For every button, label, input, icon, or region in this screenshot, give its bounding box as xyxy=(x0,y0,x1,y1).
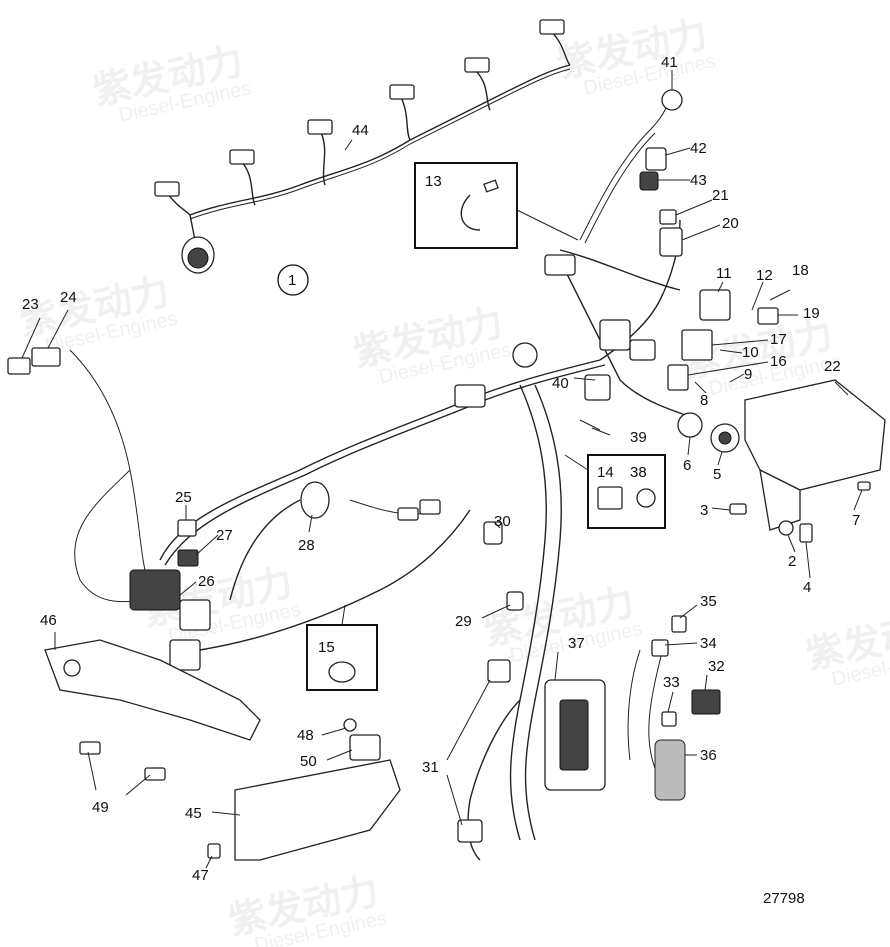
nut-48 xyxy=(343,718,357,732)
connector-30 xyxy=(483,521,503,545)
sensor-31-upper xyxy=(487,659,511,683)
bracket-22 xyxy=(744,379,886,491)
bracket-17 xyxy=(681,329,713,361)
clamp-50 xyxy=(349,734,381,761)
callout-48: 48 xyxy=(297,727,314,744)
bolt-4 xyxy=(799,523,813,543)
inset-15: 15 xyxy=(306,604,378,691)
screw-7 xyxy=(857,481,871,491)
part-18 xyxy=(769,289,791,301)
bracket-46 xyxy=(44,639,261,741)
main-harness xyxy=(69,94,740,861)
callout-labels: 44 41 42 43 21 20 11 12 18 19 17 10 16 9… xyxy=(22,54,860,884)
callout-2: 2 xyxy=(788,553,796,570)
callout-10: 10 xyxy=(742,344,759,361)
sleeve-36 xyxy=(654,739,686,801)
connector-25 xyxy=(177,519,197,537)
washer-2 xyxy=(778,520,794,536)
callout-32: 32 xyxy=(708,658,725,675)
callout-41: 41 xyxy=(661,54,678,71)
callout-49: 49 xyxy=(92,799,109,816)
plug-43 xyxy=(639,171,659,191)
callout-38: 38 xyxy=(630,464,647,481)
callout-36: 36 xyxy=(700,747,717,764)
callout-30: 30 xyxy=(494,513,511,530)
callout-29: 29 xyxy=(455,613,472,630)
bolt-3 xyxy=(729,503,747,515)
connector-23 xyxy=(7,357,31,375)
callout-16: 16 xyxy=(770,353,787,370)
callout-43: 43 xyxy=(690,172,707,189)
callout-27: 27 xyxy=(216,527,233,544)
sensor-31-lower xyxy=(457,819,483,843)
callout-14: 14 xyxy=(597,464,614,481)
callout-19: 19 xyxy=(803,305,820,322)
callout-35: 35 xyxy=(700,593,717,610)
clip-33 xyxy=(661,711,677,727)
callout-37: 37 xyxy=(568,635,585,652)
connector-34 xyxy=(651,639,669,657)
callout-17: 17 xyxy=(770,331,787,348)
callout-46: 46 xyxy=(40,612,57,629)
assembly-circle xyxy=(277,264,309,296)
bracket-45 xyxy=(234,759,401,861)
bolt-49a xyxy=(79,741,101,755)
connector-16 xyxy=(667,364,689,391)
grommet-41 xyxy=(661,89,683,111)
callout-11: 11 xyxy=(716,265,732,282)
callout-18: 18 xyxy=(792,262,809,279)
callout-24: 24 xyxy=(60,289,77,306)
connector-21 xyxy=(659,209,677,225)
callout-20: 20 xyxy=(722,215,739,232)
callout-23: 23 xyxy=(22,296,39,313)
callout-8: 8 xyxy=(700,392,708,409)
callout-31: 31 xyxy=(422,759,439,776)
connectors xyxy=(7,89,791,843)
callout-42: 42 xyxy=(690,140,707,157)
relay-11 xyxy=(699,289,731,321)
drawing-number: 27798 xyxy=(763,890,805,907)
callout-9: 9 xyxy=(744,366,752,383)
connector-29 xyxy=(506,591,524,611)
connector-27 xyxy=(177,549,199,567)
callout-34: 34 xyxy=(700,635,717,652)
callout-7: 7 xyxy=(852,512,860,529)
connector-35 xyxy=(671,615,687,633)
callout-47: 47 xyxy=(192,867,209,884)
inset-14-38: 14 38 xyxy=(564,454,666,529)
callout-45: 45 xyxy=(185,805,202,822)
callout-25: 25 xyxy=(175,489,192,506)
injector-harness-44 xyxy=(154,19,571,274)
callout-6: 6 xyxy=(683,457,691,474)
callout-26: 26 xyxy=(198,573,215,590)
callout-15: 15 xyxy=(318,639,335,656)
inset-13: 13 xyxy=(414,162,579,249)
callout-3: 3 xyxy=(700,502,708,519)
callout-21: 21 xyxy=(712,187,729,204)
callout-44: 44 xyxy=(352,122,369,139)
callout-39: 39 xyxy=(630,429,647,446)
callout-40: 40 xyxy=(552,375,569,392)
plug-42 xyxy=(645,147,667,171)
callout-50: 50 xyxy=(300,753,317,770)
callout-22: 22 xyxy=(824,358,841,375)
callout-33: 33 xyxy=(663,674,680,691)
callout-5: 5 xyxy=(713,466,721,483)
connector-20 xyxy=(659,227,683,257)
assembly-label: 1 xyxy=(288,272,296,289)
connector-24 xyxy=(31,347,61,367)
callout-28: 28 xyxy=(298,537,315,554)
callout-13: 13 xyxy=(425,173,442,190)
brackets xyxy=(44,379,886,861)
connector-32 xyxy=(691,689,721,715)
bolt-47 xyxy=(207,843,221,859)
part-19 xyxy=(757,307,779,325)
callout-12: 12 xyxy=(756,267,773,284)
callout-4: 4 xyxy=(803,579,811,596)
leader-lines xyxy=(21,70,863,869)
bolt-49b xyxy=(144,767,166,781)
